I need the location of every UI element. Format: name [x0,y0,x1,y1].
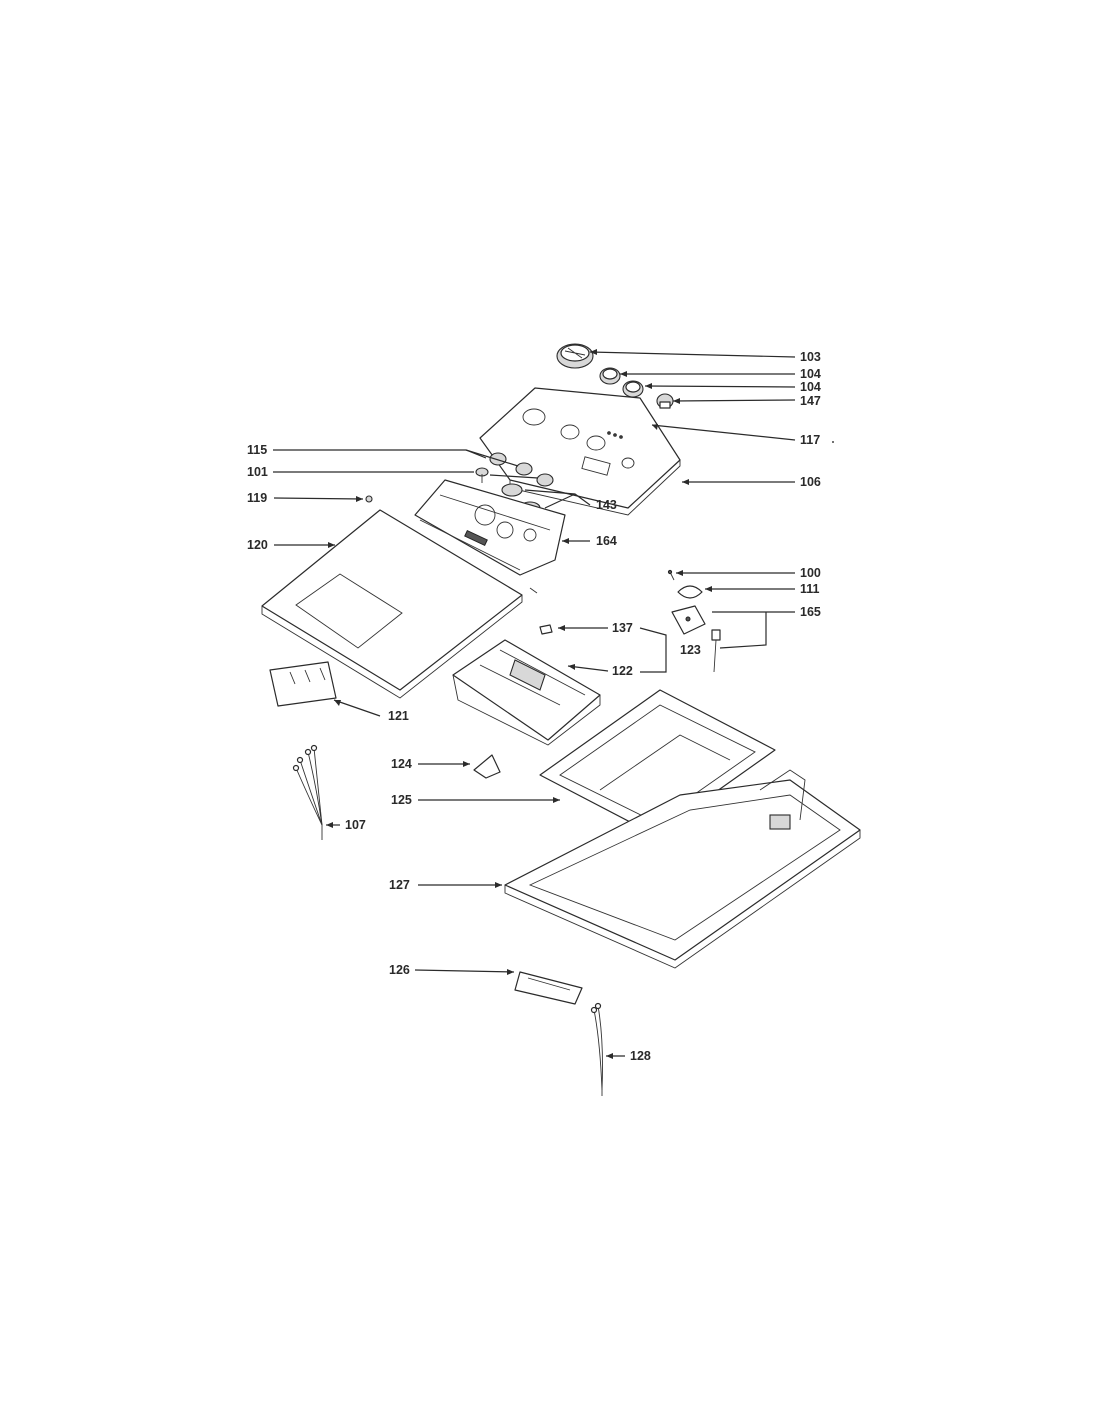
part-111-cap [677,585,703,599]
leader-arrowheads [326,349,712,1059]
part-103-knob [556,343,594,369]
part-101-screw [475,467,489,483]
callout-128: 128 [630,1049,651,1063]
callout-124: 124 [391,757,412,771]
part-127-cabinet-top [504,769,861,969]
part-164-control-board [414,479,566,576]
part-124-bracket [473,754,501,779]
callout-101: 101 [247,465,268,479]
callout-111: 111 [800,582,820,596]
callout-100: 100 [800,566,821,580]
callout-126: 126 [389,963,410,977]
part-107-wire-harness [292,744,323,840]
part-119-screw [365,495,538,594]
part-128-wire-harness [590,1002,603,1096]
callout-122: 122 [612,664,633,678]
callout-103: 103 [800,350,821,364]
part-104-knob-b [622,380,644,398]
part-120-lid [261,509,523,699]
callout-120: 120 [247,538,268,552]
callout-104a: 104 [800,367,821,381]
callout-147: 147 [800,394,821,408]
part-147-small-knob [656,393,674,409]
callout-164: 164 [596,534,617,548]
part-115-buttons [489,452,554,487]
callout-104b: 104 [800,380,821,394]
callout-127: 127 [389,878,410,892]
callout-165: 165 [800,605,821,619]
callout-125: 125 [391,793,412,807]
callout-117: 117 [800,433,821,447]
part-122-dispenser [452,639,601,746]
stray-dot [832,441,834,443]
callout-115: 115 [247,443,268,457]
callout-107: 107 [345,818,366,832]
callout-123: 123 [680,643,701,657]
part-137-clip [539,624,553,635]
part-100-screw [667,569,675,581]
part-126-tray [514,971,583,1005]
callout-121: 121 [388,709,409,723]
part-125-tub-ring [539,689,776,836]
part-121-handle [269,661,337,707]
callout-137: 137 [612,621,633,635]
leader-lines [273,351,796,1057]
callout-119: 119 [247,491,268,505]
callout-106: 106 [800,475,821,489]
part-104-knob-a [599,367,621,385]
callout-143: 143 [596,498,617,512]
part-165-sensor [671,605,721,673]
